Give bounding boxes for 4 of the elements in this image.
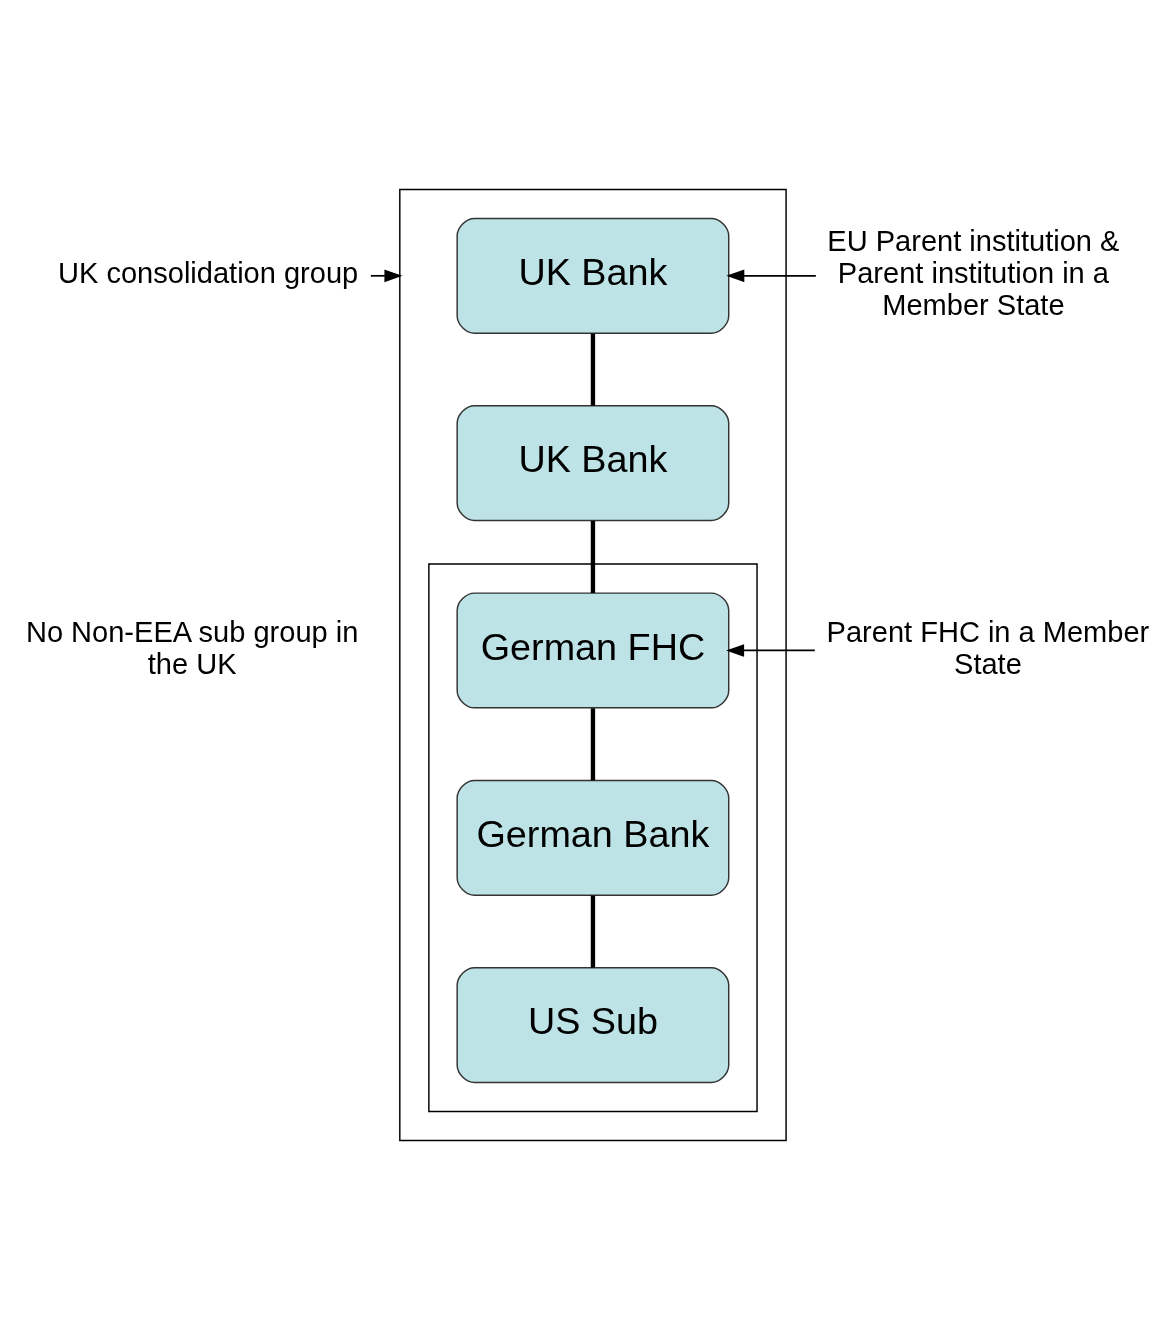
node-text: UK consolidation group (58, 256, 359, 289)
label: No Non-EEA sub group in the UK (25, 615, 359, 680)
node-text: Parent FHC in a Member State (826, 615, 1150, 680)
node-text: EU Parent institution & Parent institution in a Member State (827, 224, 1120, 321)
